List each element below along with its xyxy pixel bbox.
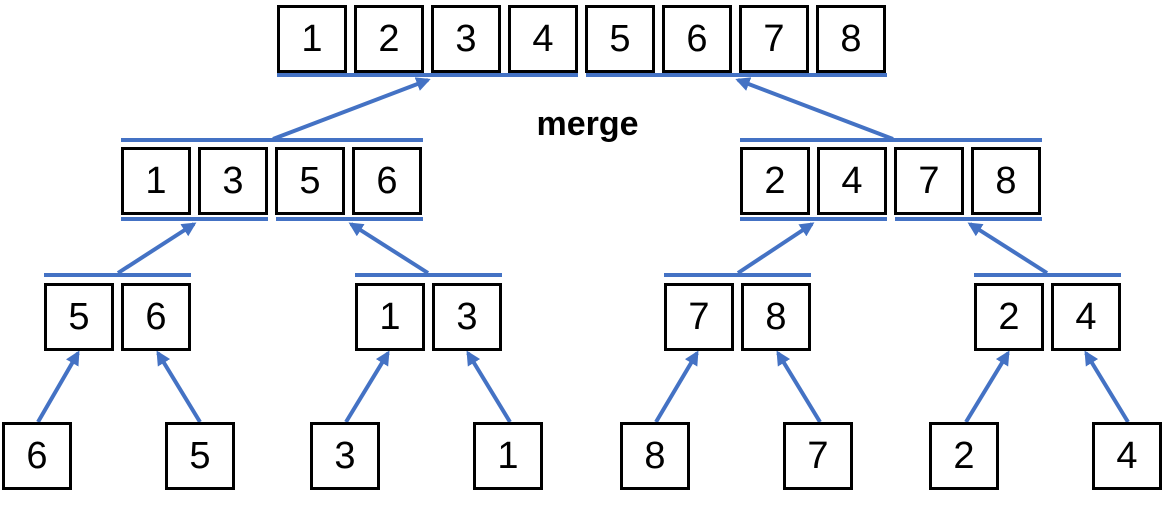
number-box: 2 xyxy=(740,147,810,215)
number-box: 2 xyxy=(354,5,424,73)
number-box: 5 xyxy=(165,422,235,490)
half-group-left: 1 3 5 6 xyxy=(121,147,422,215)
number-box: 5 xyxy=(585,5,655,73)
merge-arrow xyxy=(967,222,1049,275)
single-group: 3 xyxy=(310,422,380,490)
number-box: 2 xyxy=(929,422,999,490)
number-box: 5 xyxy=(275,147,345,215)
number-box: 3 xyxy=(432,283,502,351)
single-group: 2 xyxy=(929,422,999,490)
number-box: 7 xyxy=(894,147,964,215)
number-box: 1 xyxy=(277,5,347,73)
number-box: 3 xyxy=(431,5,501,73)
number-box: 4 xyxy=(508,5,578,73)
number-box: 6 xyxy=(352,147,422,215)
number-box: 4 xyxy=(817,147,887,215)
number-box: 1 xyxy=(121,147,191,215)
single-group: 5 xyxy=(165,422,235,490)
merge-arrow xyxy=(116,222,197,275)
merge-arrow xyxy=(776,350,822,424)
number-box: 6 xyxy=(2,422,72,490)
merge-arrow xyxy=(348,222,430,275)
number-box: 8 xyxy=(620,422,690,490)
pair-group: 5 6 xyxy=(44,283,191,351)
merge-arrow xyxy=(735,77,894,141)
number-box: 5 xyxy=(44,283,114,351)
merge-arrow xyxy=(36,350,80,424)
number-box: 8 xyxy=(816,5,886,73)
number-box: 6 xyxy=(662,5,732,73)
number-box: 7 xyxy=(664,283,734,351)
number-box: 4 xyxy=(1051,283,1121,351)
merge-arrow xyxy=(736,222,815,275)
number-box: 8 xyxy=(741,283,811,351)
merge-arrow xyxy=(466,350,512,424)
pair-group: 1 3 xyxy=(355,283,502,351)
number-box: 4 xyxy=(1092,422,1162,490)
pair-group: 7 8 xyxy=(664,283,811,351)
number-box: 1 xyxy=(355,283,425,351)
merge-arrow xyxy=(1084,350,1130,424)
number-box: 7 xyxy=(739,5,809,73)
pair-group: 2 4 xyxy=(974,283,1121,351)
number-box: 3 xyxy=(310,422,380,490)
single-group: 6 xyxy=(2,422,72,490)
single-group: 8 xyxy=(620,422,690,490)
merged-group: 1 2 3 4 5 6 7 8 xyxy=(277,5,886,73)
merge-arrow xyxy=(156,350,202,424)
merge-label: merge xyxy=(536,105,639,143)
number-box: 7 xyxy=(783,422,853,490)
number-box: 8 xyxy=(971,147,1041,215)
merge-arrow xyxy=(344,350,390,424)
number-box: 3 xyxy=(198,147,268,215)
merge-arrow xyxy=(272,77,431,141)
single-group: 1 xyxy=(473,422,543,490)
single-group: 4 xyxy=(1092,422,1162,490)
number-box: 1 xyxy=(473,422,543,490)
half-group-right: 2 4 7 8 xyxy=(740,147,1041,215)
merge-arrow xyxy=(654,350,699,424)
single-group: 7 xyxy=(783,422,853,490)
merge-arrow xyxy=(964,350,1010,424)
number-box: 2 xyxy=(974,283,1044,351)
number-box: 6 xyxy=(121,283,191,351)
